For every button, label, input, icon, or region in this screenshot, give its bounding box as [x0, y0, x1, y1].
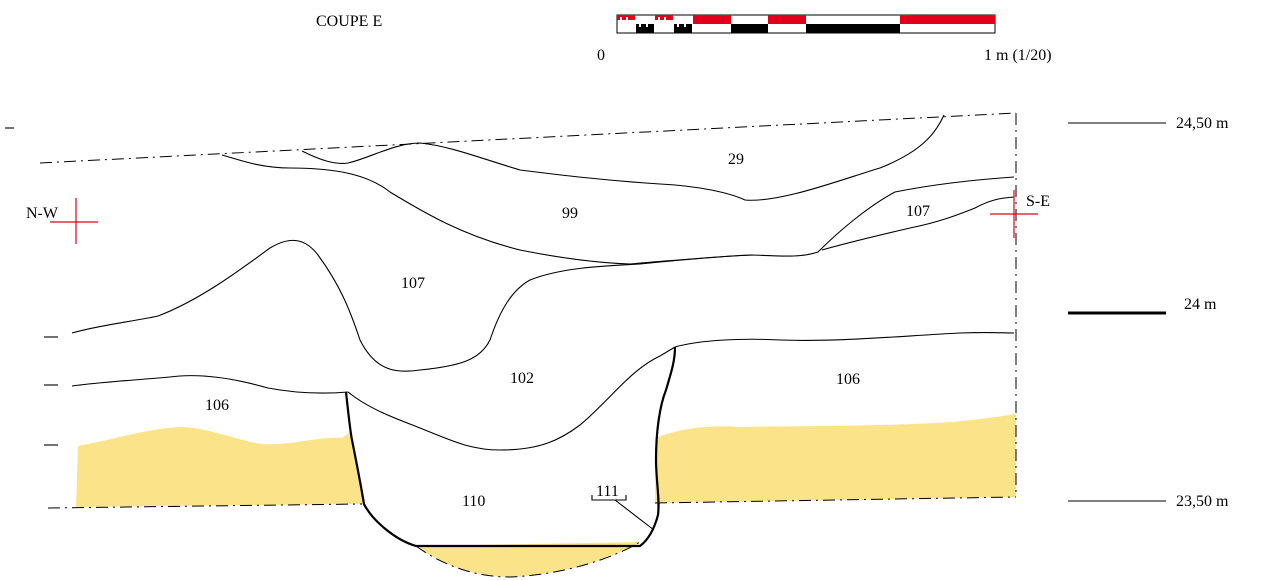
elevation-label-2350: 23,50 m — [1176, 493, 1229, 510]
pit-110-outline — [344, 346, 677, 548]
boundary-102-top — [71, 375, 349, 394]
layer-label-29: 29 — [728, 151, 744, 168]
pit-bottom-dash — [415, 541, 641, 578]
scale-start-label: 0 — [597, 47, 605, 64]
substrate-left — [76, 427, 364, 507]
layer-label-102: 102 — [510, 370, 534, 387]
boundary-107-right — [821, 196, 1015, 251]
label-111-leader — [614, 499, 655, 531]
elevation-label-2450: 24,50 m — [1176, 115, 1229, 132]
boundary-106-right-top — [674, 332, 1015, 348]
orientation-right: S-E — [1026, 193, 1050, 210]
scale-end-label: 1 m (1/20) — [984, 47, 1052, 64]
layer-label-107-right: 107 — [906, 203, 930, 220]
layer-label-111: 111 — [596, 483, 619, 500]
section-title: COUPE E — [316, 13, 382, 30]
elevation-label-24: 24 m — [1184, 296, 1217, 313]
boundary-29-bottom — [301, 114, 945, 201]
boundary-99-top — [221, 154, 1015, 265]
boundary-110-top — [347, 346, 676, 451]
layer-label-107-left: 107 — [401, 275, 425, 292]
boundary-107-left — [71, 239, 753, 372]
top-limit-line — [39, 112, 1017, 164]
marker-nw — [50, 198, 98, 244]
scale-bar — [616, 14, 996, 34]
substrate-bottom — [416, 542, 640, 577]
bottom-limit-left — [47, 503, 363, 509]
layer-label-110: 110 — [462, 493, 485, 510]
layer-label-99: 99 — [562, 205, 578, 222]
layer-label-106-right: 106 — [836, 371, 860, 388]
layer-label-106-left: 106 — [205, 397, 229, 414]
substrate-right — [655, 414, 1016, 503]
label-111-bracket — [591, 495, 627, 501]
marker-se — [990, 190, 1038, 238]
orientation-left: N-W — [26, 205, 59, 222]
